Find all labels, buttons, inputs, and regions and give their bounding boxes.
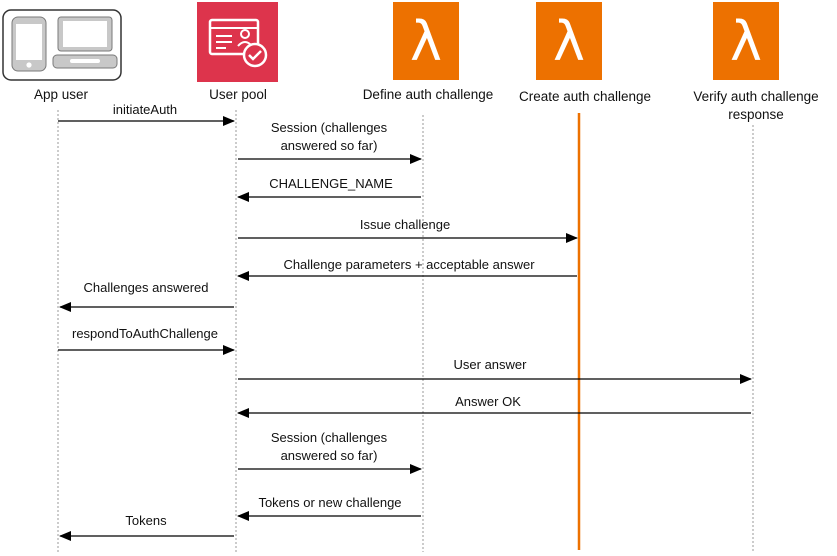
messages: initiateAuth Session (challenges answere… [58,102,752,541]
message-challenges-answered: Challenges answered [83,280,208,295]
participant-define-auth-challenge: Define auth challenge [363,87,494,102]
message-session-2-line1: Session (challenges [271,430,388,445]
lambda-icon-verify: λ [713,2,779,80]
participant-user-pool: User pool [209,87,267,102]
message-initiate-auth: initiateAuth [113,102,177,117]
message-challenge-parameters: Challenge parameters + acceptable answer [283,257,535,272]
participant-app-user: App user [34,87,89,102]
message-session-1-line2: answered so far) [281,138,378,153]
lambda-icon-define: λ [393,2,459,80]
message-tokens-or-new-challenge: Tokens or new challenge [258,495,401,510]
svg-text:λ: λ [730,10,762,73]
message-tokens: Tokens [125,513,167,528]
lifelines [57,110,754,552]
participant-verify-auth-challenge: Verify auth challenge [693,89,818,104]
participant-verify-auth-challenge-line2: response [728,107,784,122]
message-session-2-line2: answered so far) [281,448,378,463]
mobile-and-desktop-client-icon [2,9,122,81]
message-user-answer: User answer [454,357,528,372]
message-issue-challenge: Issue challenge [360,217,450,232]
message-session-1-line1: Session (challenges [271,120,388,135]
cognito-user-pool-icon [197,2,278,82]
message-challenge-name: CHALLENGE_NAME [269,176,393,191]
svg-text:λ: λ [553,10,585,73]
lambda-icon-create: λ [536,2,602,80]
message-respond-to-auth-challenge: respondToAuthChallenge [72,326,218,341]
svg-text:λ: λ [410,10,442,73]
participant-create-auth-challenge: Create auth challenge [519,89,651,104]
message-answer-ok: Answer OK [455,394,521,409]
